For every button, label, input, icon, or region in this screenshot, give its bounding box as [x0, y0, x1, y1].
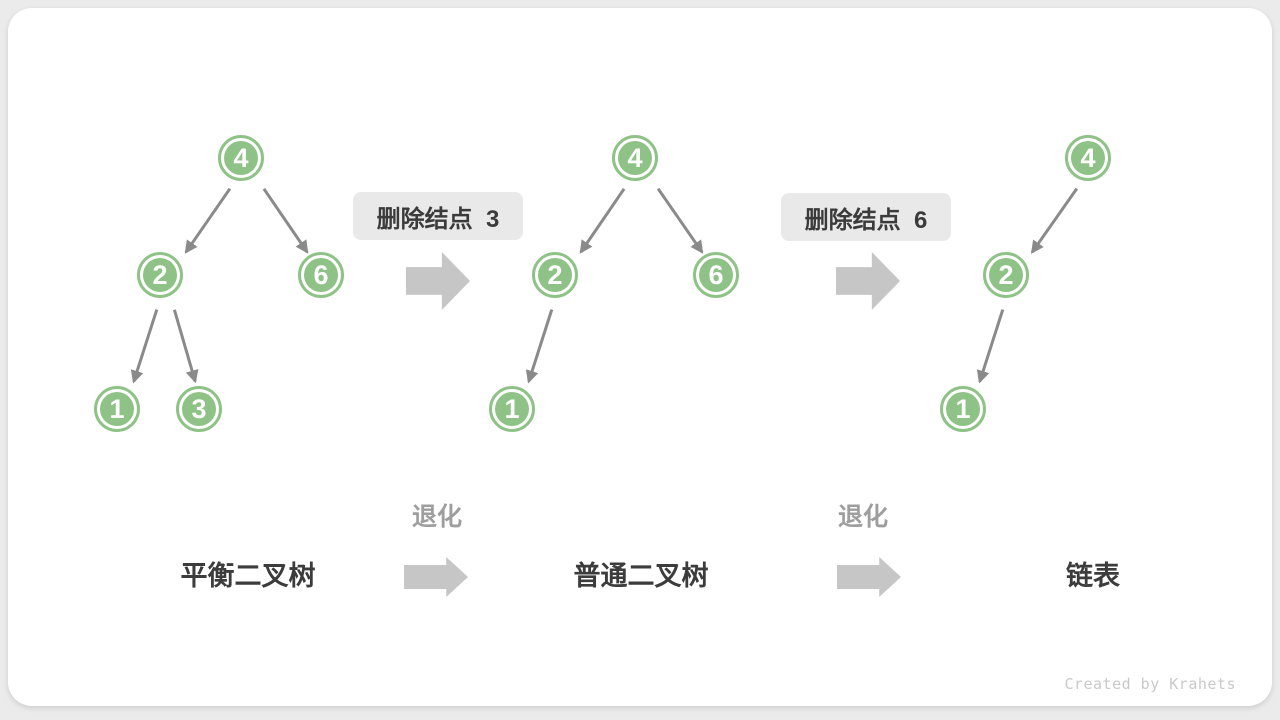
ordinary-binary-tree-node-4: 4: [612, 135, 658, 181]
stage-title-linked-list: 链表: [1066, 561, 1120, 591]
stage-title-ordinary-binary-tree: 普通二叉树: [573, 561, 709, 591]
stage-title-balanced-binary-tree: 平衡二叉树: [180, 561, 316, 591]
ordinary-binary-tree-node-1: 1: [489, 386, 535, 432]
balanced-binary-tree-node-4: 4: [218, 135, 264, 181]
degrade-label: 退化: [837, 503, 888, 531]
watermark: Created by Krahets: [1064, 675, 1236, 693]
balanced-binary-tree-node-1: 1: [94, 386, 140, 432]
ordinary-binary-tree-node-6: 6: [693, 252, 739, 298]
balanced-binary-tree-node-3: 3: [176, 386, 222, 432]
balanced-binary-tree-node-2: 2: [137, 252, 183, 298]
ordinary-binary-tree-node-2: 2: [532, 252, 578, 298]
balanced-binary-tree-node-6: 6: [298, 252, 344, 298]
degrade-label: 退化: [411, 503, 462, 531]
figure-card: [8, 8, 1272, 706]
operation-label-delete-node-3: 删除结点 3: [353, 192, 523, 240]
operation-label-delete-node-6: 删除结点 6: [781, 193, 951, 241]
linked-list-node-2: 2: [983, 252, 1029, 298]
linked-list-node-4: 4: [1065, 135, 1111, 181]
linked-list-node-1: 1: [940, 386, 986, 432]
